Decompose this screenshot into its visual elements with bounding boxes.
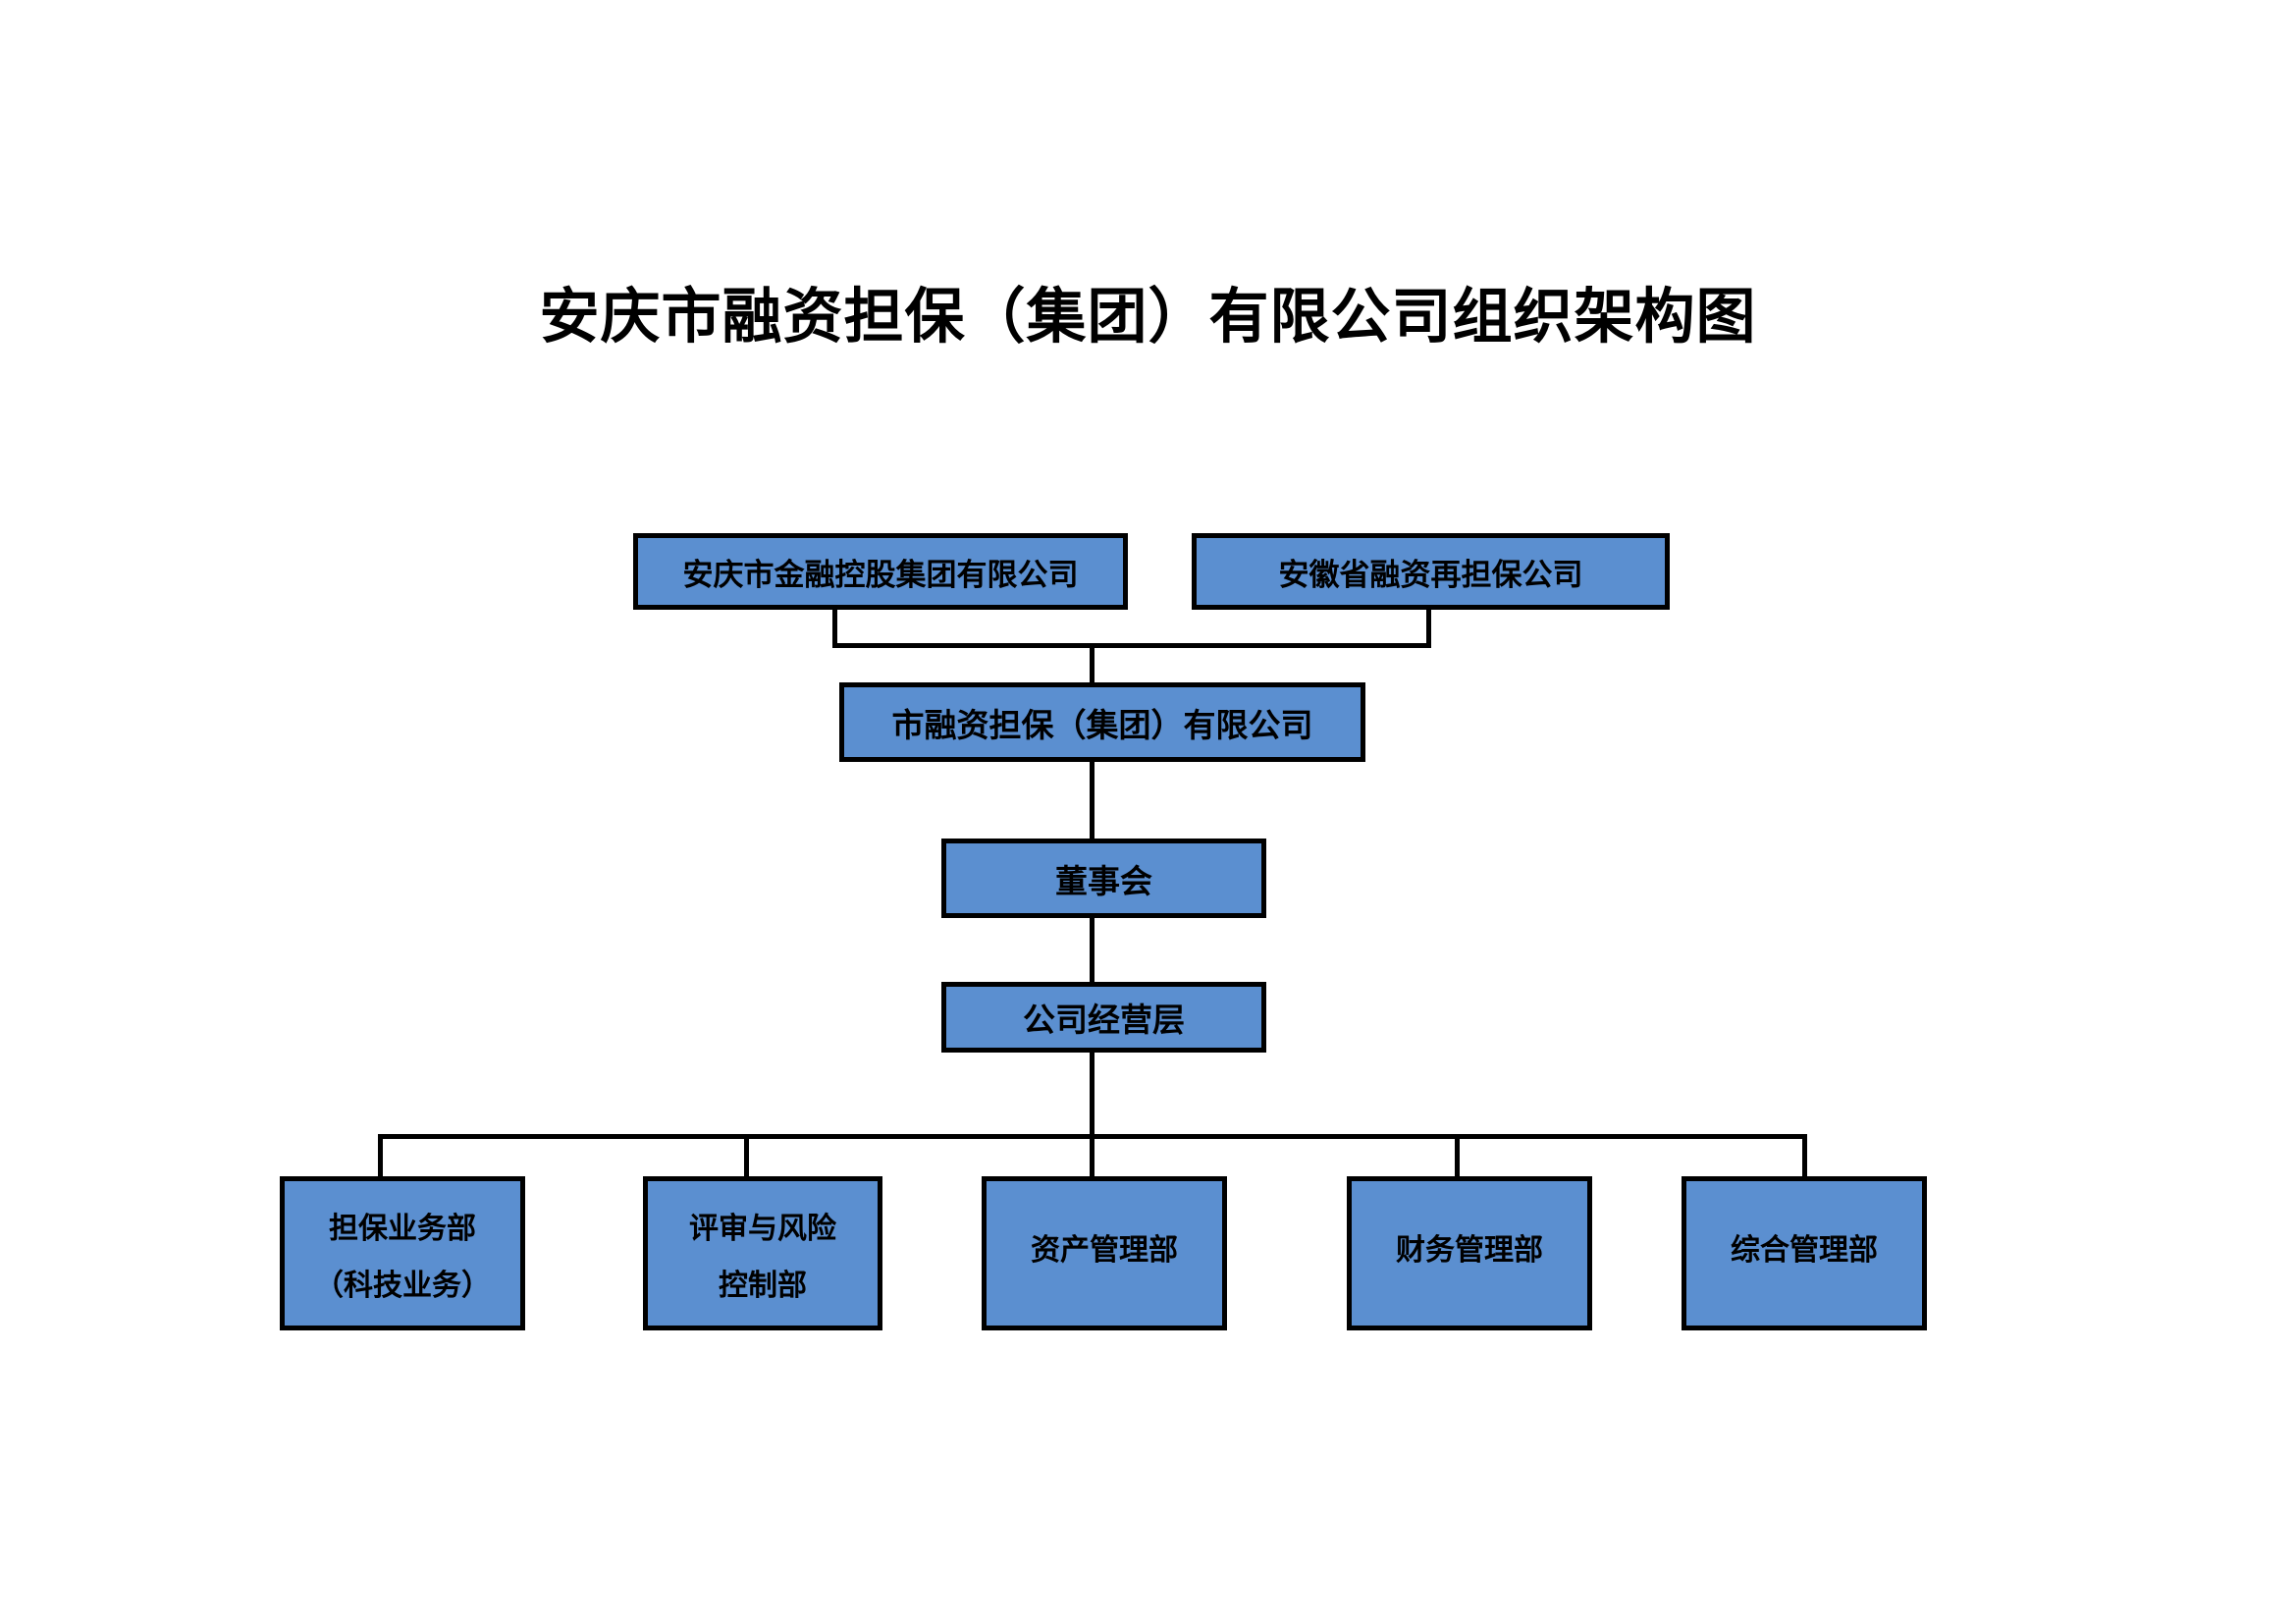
connector-department-drop-5 xyxy=(1802,1134,1807,1179)
node-department-review-risk-control[interactable]: 评审与风险 控制部 xyxy=(643,1176,882,1330)
node-holding-company[interactable]: 安庆市金融控股集团有限公司 xyxy=(633,533,1128,610)
connector-top-bus xyxy=(832,643,1431,648)
node-department-guarantee-business-label-1: 担保业务部 xyxy=(329,1212,476,1245)
connector-board-to-management xyxy=(1090,915,1095,985)
node-holding-company-label: 安庆市金融控股集团有限公司 xyxy=(682,557,1079,592)
connector-department-drop-2 xyxy=(744,1134,749,1179)
node-management-layer[interactable]: 公司经营层 xyxy=(941,982,1266,1053)
node-reguarantee-company[interactable]: 安徽省融资再担保公司 xyxy=(1192,533,1670,610)
node-department-finance-management[interactable]: 财务管理部 xyxy=(1347,1176,1592,1330)
node-department-guarantee-business[interactable]: 担保业务部 （科技业务） xyxy=(280,1176,525,1330)
node-city-guarantee-group[interactable]: 市融资担保（集团）有限公司 xyxy=(839,682,1365,762)
node-department-review-risk-control-label-2: 控制部 xyxy=(719,1269,807,1302)
node-department-review-risk-control-label-1: 评审与风险 xyxy=(689,1212,836,1245)
connector-management-to-bus xyxy=(1090,1050,1095,1138)
connector-city-to-board xyxy=(1090,758,1095,842)
node-reguarantee-company-label: 安徽省融资再担保公司 xyxy=(1278,557,1583,592)
node-department-finance-management-label: 财务管理部 xyxy=(1396,1233,1543,1267)
connector-department-drop-1 xyxy=(378,1134,383,1179)
node-department-general-management-label: 综合管理部 xyxy=(1731,1233,1878,1267)
node-department-guarantee-business-label-2: （科技业务） xyxy=(314,1269,491,1302)
node-management-layer-label: 公司经营层 xyxy=(1023,1003,1185,1039)
connector-holding-drop xyxy=(832,607,837,648)
node-department-general-management[interactable]: 综合管理部 xyxy=(1682,1176,1927,1330)
node-department-asset-management[interactable]: 资产管理部 xyxy=(982,1176,1227,1330)
node-department-asset-management-label: 资产管理部 xyxy=(1031,1233,1178,1267)
page-title: 安庆市融资担保（集团）有限公司组织架构图 xyxy=(539,285,1757,351)
connector-top-to-city xyxy=(1090,643,1095,686)
connector-reguarantee-drop xyxy=(1426,607,1431,648)
connector-department-drop-3 xyxy=(1090,1134,1095,1179)
node-board-of-directors-label: 董事会 xyxy=(1055,864,1152,900)
node-city-guarantee-group-label: 市融资担保（集团）有限公司 xyxy=(891,708,1313,744)
node-board-of-directors[interactable]: 董事会 xyxy=(941,839,1266,918)
connector-department-drop-4 xyxy=(1455,1134,1460,1179)
